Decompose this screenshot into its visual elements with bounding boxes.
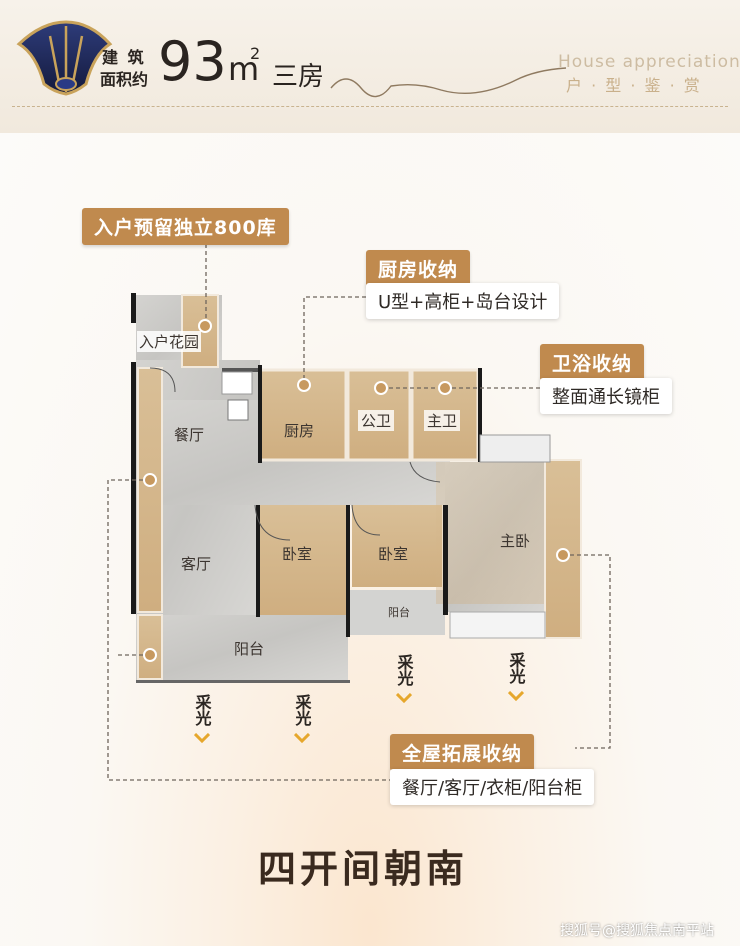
room-bedroom-2: 卧室 <box>378 545 409 563</box>
room-master-bath: 主卫 <box>424 410 461 431</box>
bedroom-2-floor <box>352 505 442 587</box>
area-label-bottom: 面积约 <box>100 70 149 89</box>
ornament-squiggle <box>330 67 567 98</box>
area-unit: m <box>228 50 260 88</box>
area-number: 93 <box>158 30 227 93</box>
callout-kitchen-desc: U型+高柜+岛台设计 <box>366 283 560 319</box>
callout-bath-title: 卫浴收纳 <box>540 344 645 381</box>
lighting-label-3: 采光 <box>392 654 416 689</box>
callout-storage-800: 入户预留独立800库 <box>82 208 289 245</box>
callout-whole-title: 全屋拓展收纳 <box>390 734 535 771</box>
lighting-text-1: 采光 <box>192 694 212 726</box>
room-balcony-small: 阳台 <box>388 606 410 619</box>
room-master-bedroom: 主卧 <box>500 532 531 550</box>
brand-logo-icon <box>16 20 113 96</box>
cn-title: 户 · 型 · 鉴 · 赏 <box>566 76 702 95</box>
room-kitchen: 厨房 <box>284 422 315 440</box>
room-public-bath: 公卫 <box>358 410 395 431</box>
chevron-down-icon <box>396 693 412 703</box>
lighting-label-1: 采光 <box>190 694 214 729</box>
en-title: House appreciation <box>558 52 740 72</box>
area-label-top: 建 筑 <box>102 48 146 67</box>
chevron-down-icon <box>294 733 310 743</box>
callout-kitchen-title: 厨房收纳 <box>366 250 471 287</box>
layout-type: 三房 <box>272 62 325 92</box>
header: 建 筑 面积约 93 m 2 三房 House appreciation 户 ·… <box>0 0 740 133</box>
lighting-label-4: 采光 <box>504 652 528 687</box>
slogan: 四开间朝南 <box>258 846 469 891</box>
lighting-text-3: 采光 <box>394 654 414 686</box>
callout-bath-desc: 整面通长镜柜 <box>540 378 672 414</box>
room-bedroom-1: 卧室 <box>282 545 313 563</box>
living-cabinet <box>137 367 163 613</box>
lighting-text-4: 采光 <box>506 652 526 684</box>
watermark: 搜狐号@搜狐焦点南平站 <box>560 923 714 939</box>
lighting-label-2: 采光 <box>290 694 314 729</box>
room-balcony-main: 阳台 <box>234 640 265 658</box>
chevron-down-icon <box>194 733 210 743</box>
chevron-down-icon <box>508 691 524 701</box>
header-divider <box>12 106 728 107</box>
area-unit-superscript: 2 <box>250 44 261 63</box>
room-living: 客厅 <box>181 555 212 573</box>
bedroom-1-floor <box>260 505 346 615</box>
balcony-cabinet <box>137 614 163 680</box>
room-dining: 餐厅 <box>174 426 205 444</box>
callout-whole-desc: 餐厅/客厅/衣柜/阳台柜 <box>390 769 595 805</box>
lighting-text-2: 采光 <box>292 694 312 726</box>
room-entry-garden: 入户花园 <box>137 331 202 352</box>
